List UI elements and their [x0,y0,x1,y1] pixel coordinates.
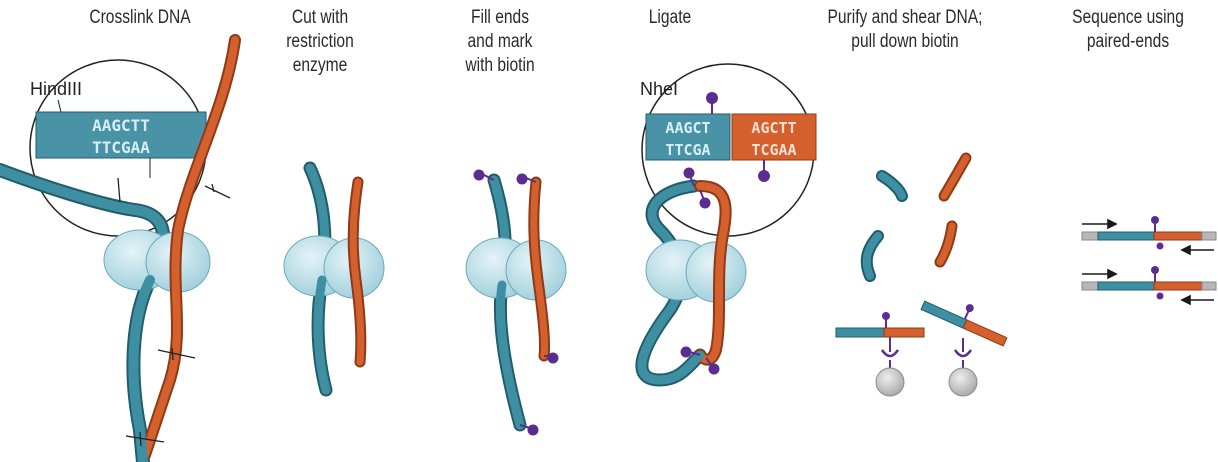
step-paired-end-sequencing [1082,216,1216,304]
nhei-left-bottom-seq: TTCGA [665,141,710,159]
step-title-line: with biotin [434,54,565,78]
step-crosslink: HindIII AAGCTT TTCGAA [0,40,235,462]
step-title-line: enzyme [254,54,385,78]
paired-end-read-1 [1082,216,1216,254]
pulldown-fragment-1 [836,312,924,396]
pulldown-anchor-2 [949,338,977,396]
pulldown-fragment-2 [921,287,1013,346]
nhei-right-top-seq: AGCTT [751,119,796,137]
hindiii-site-label: HindIII [30,79,82,99]
step-title-line: restriction [254,30,385,54]
step-title-line: Cut with [254,6,385,30]
step-title-line: and mark [434,30,565,54]
step-title-shear-pulldown: Purify and shear DNA; pull down biotin [811,6,1000,54]
hindiii-bottom-seq: TTCGAA [92,138,150,157]
reverse-read-arrow [1182,246,1214,254]
step-title-line: paired-ends [1056,30,1200,54]
step-title-line: pull down biotin [811,30,1000,54]
nhei-left-top-seq: AAGCT [665,119,710,137]
step-title-line: Sequence using [1056,6,1200,30]
streptavidin-bead-1 [876,368,904,396]
step-title-line: Fill ends [434,6,565,30]
paired-end-read-2 [1082,266,1216,304]
forward-read-arrow [1082,270,1116,278]
step-title-ligate: Ligate [621,6,719,30]
nhei-site-label: NheI [640,79,678,99]
step-shear-pulldown [836,158,1013,396]
step-title-fill-biotin: Fill ends and mark with biotin [434,6,565,78]
step-ligate: NheI AAGCT TTCGA AGCTT TCGAA [640,64,816,380]
step-title-line: Ligate [621,6,719,30]
step-title-line: Purify and shear DNA; [811,6,1000,30]
step-title-sequencing: Sequence using paired-ends [1056,6,1200,54]
step-title-line: Crosslink DNA [58,6,222,30]
sheared-fragments [867,158,966,276]
step-title-cut: Cut with restriction enzyme [254,6,385,78]
nhei-right-bottom-seq: TCGAA [751,141,796,159]
step-cut [284,168,384,390]
step-title-crosslink: Crosslink DNA [58,6,222,30]
hindiii-top-seq: AAGCTT [92,116,150,135]
streptavidin-bead-2 [949,368,977,396]
forward-read-arrow [1082,220,1116,228]
step-fill-biotin [466,171,566,435]
reverse-read-arrow [1182,296,1214,304]
